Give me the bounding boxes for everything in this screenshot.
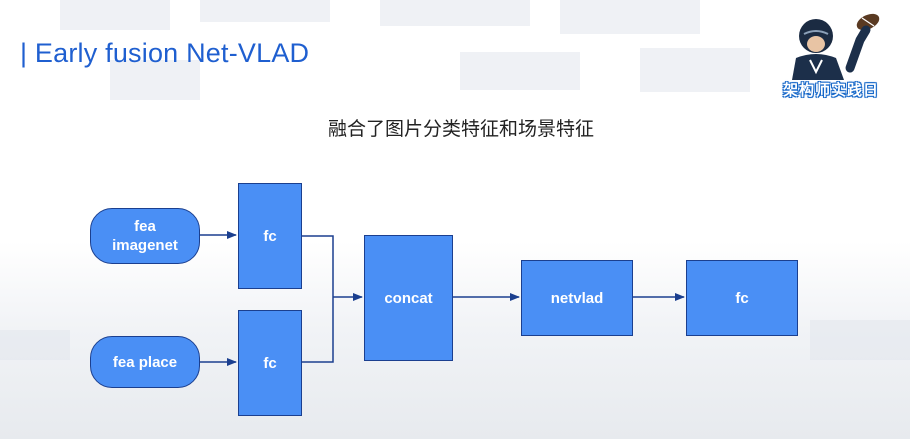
- slide-title: | Early fusion Net-VLAD: [20, 38, 310, 68]
- logo-text: 架构师实践日: [782, 81, 879, 99]
- edge-fc-top-to-concat: [302, 235, 334, 297]
- node-fea-place: fea place: [90, 336, 200, 388]
- node-netvlad: netvlad: [521, 260, 633, 336]
- node-fea-imagenet: fea imagenet: [90, 208, 200, 264]
- node-fc-bottom: fc: [238, 310, 302, 416]
- node-fc-output: fc: [686, 260, 798, 336]
- edge-fc-bottom-to-concat: [302, 297, 334, 363]
- architect-day-logo: 架构师实践日: [770, 8, 892, 100]
- football-player-icon: [792, 13, 880, 80]
- node-concat: concat: [364, 235, 453, 361]
- diagram-caption: 融合了图片分类特征和场景特征: [327, 118, 594, 140]
- node-fc-top: fc: [238, 183, 302, 289]
